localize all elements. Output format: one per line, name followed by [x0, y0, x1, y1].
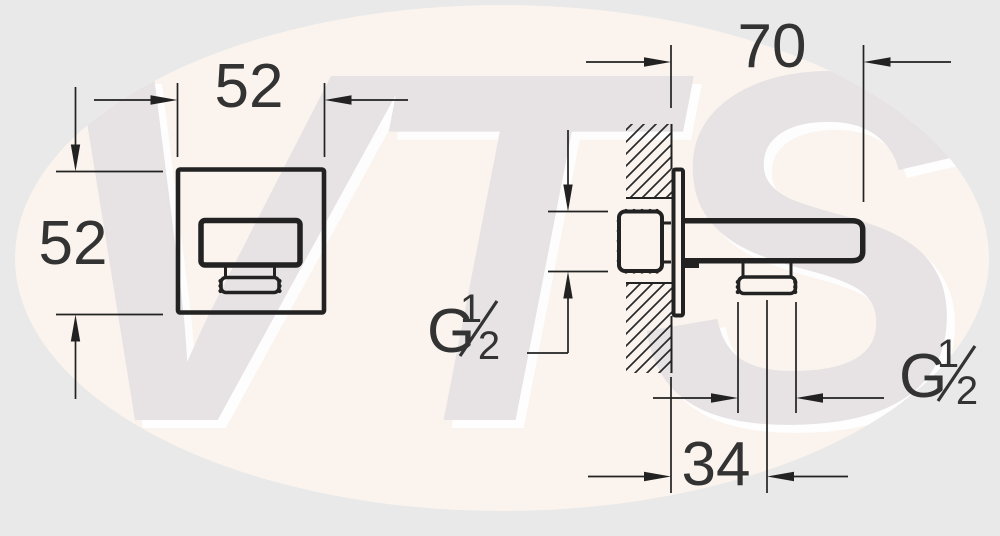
arrow-up-icon: [70, 314, 81, 342]
body-notch: [683, 263, 699, 268]
outlet-thread-front: [218, 275, 282, 295]
arrow-left-icon: [324, 95, 352, 105]
thread-numerator: 1: [937, 332, 959, 376]
arrow-right-icon: [150, 95, 178, 105]
spout-body: [683, 218, 866, 264]
dim-projection: 70: [586, 12, 951, 202]
outlet-stem-front: [224, 266, 276, 278]
dim-projection-label: 70: [738, 12, 807, 81]
dim-front-height: 52: [39, 87, 163, 399]
front-view: [175, 167, 327, 315]
wall-section: [626, 124, 673, 373]
outlet-stem-side: [741, 263, 793, 277]
wall-break-lines: [626, 197, 672, 284]
arrow-left-icon: [767, 471, 794, 482]
extension-lines: [670, 300, 768, 493]
arrow-down-icon: [563, 184, 573, 212]
wall-hatch-upper: [626, 124, 672, 198]
dim-front-width-label: 52: [215, 52, 284, 121]
extension-lines: [548, 210, 608, 273]
extension-lines: [670, 45, 865, 202]
arrow-right-icon: [644, 57, 671, 67]
fraction-slash: [936, 345, 977, 402]
extension-lines: [176, 83, 326, 157]
arrow-left-icon: [796, 393, 823, 403]
arrow-left-icon: [863, 57, 891, 67]
wall-hatch-lower: [626, 283, 672, 373]
thread-prefix: G: [427, 297, 475, 366]
watermark-ellipse: [15, 5, 989, 511]
arrow-right-icon: [644, 471, 671, 482]
dim-inlet-thread: G 1 2: [427, 130, 608, 368]
outlet-thread-side: [735, 275, 798, 296]
arrow-down-icon: [70, 144, 81, 172]
dimension-lines: [527, 130, 569, 354]
faceplate-outline: [175, 167, 327, 315]
extension-lines: [56, 170, 163, 316]
watermark: VTS VTS: [15, 5, 989, 511]
thread-numerator: 1: [460, 287, 482, 331]
spout-front-outline: [198, 217, 303, 268]
arrow-right-icon: [711, 393, 738, 403]
inlet-thread-label: G 1 2: [427, 287, 500, 368]
extension-lines: [737, 302, 797, 413]
dim-outlet-offset: 34: [588, 300, 848, 499]
dim-front-height-label: 52: [39, 209, 108, 278]
inlet-thread: [616, 208, 664, 274]
dim-outlet-thread: G 1 2: [653, 302, 978, 413]
outlet-thread-label: G 1 2: [899, 332, 978, 413]
thread-denominator: 2: [956, 369, 978, 413]
dim-outlet-offset-label: 34: [682, 430, 751, 499]
thread-denominator: 2: [478, 324, 500, 368]
side-view: [616, 167, 866, 318]
mounting-plate: [671, 167, 685, 318]
arrow-up-icon: [563, 271, 573, 299]
inlet-stem: [662, 221, 671, 264]
dim-front-width: 52: [94, 52, 408, 157]
fraction-slash: [458, 300, 499, 357]
